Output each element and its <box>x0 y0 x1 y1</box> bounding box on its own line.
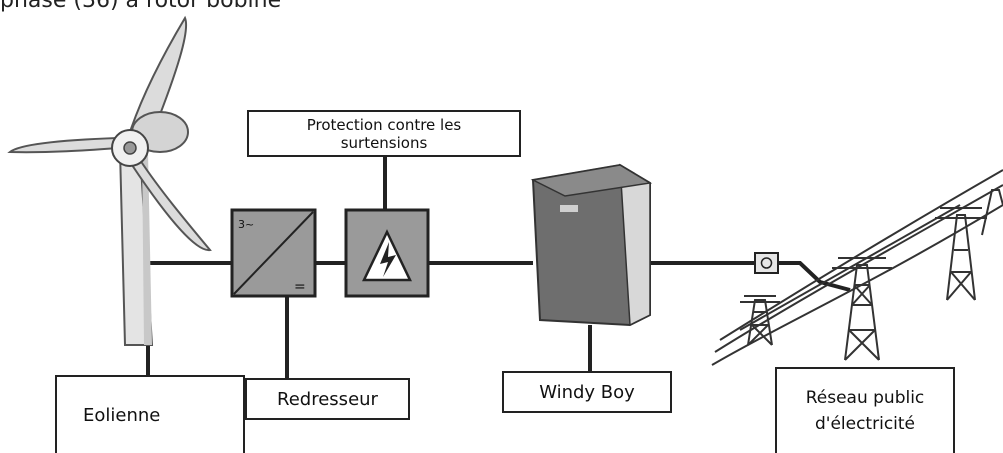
wind-turbine-label-text: Eolienne <box>83 404 161 426</box>
power-pylon-icon <box>711 169 1003 366</box>
grid-label-line2: d'électricité <box>814 414 916 434</box>
rectifier-label: Redresseur <box>245 378 410 420</box>
surge-protection-icon <box>344 208 430 298</box>
inverter-label: Windy Boy <box>502 371 672 413</box>
connection-lines <box>146 157 851 378</box>
wind-turbine-icon <box>7 15 212 346</box>
rectifier-icon: 3~ = <box>230 208 317 298</box>
dc-symbol: = <box>294 279 306 295</box>
wire-outlet-grid <box>778 261 851 292</box>
grid-outlet-icon <box>754 252 779 274</box>
inverter-label-text: Windy Boy <box>539 381 635 403</box>
grid-label: Réseau public d'électricité <box>775 367 955 453</box>
wind-turbine-label: Eolienne <box>55 375 245 453</box>
grid-label-line1: Réseau public <box>805 388 925 408</box>
surge-protection-label: Protection contre les surtensions <box>247 110 521 157</box>
inverter-icon <box>530 163 653 327</box>
rectifier-label-text: Redresseur <box>277 388 378 410</box>
surge-protection-label-text: Protection contre les surtensions <box>306 115 462 152</box>
ac-symbol: 3~ <box>238 218 254 231</box>
page-title: phase (36) a rotor bobiné <box>0 0 282 13</box>
